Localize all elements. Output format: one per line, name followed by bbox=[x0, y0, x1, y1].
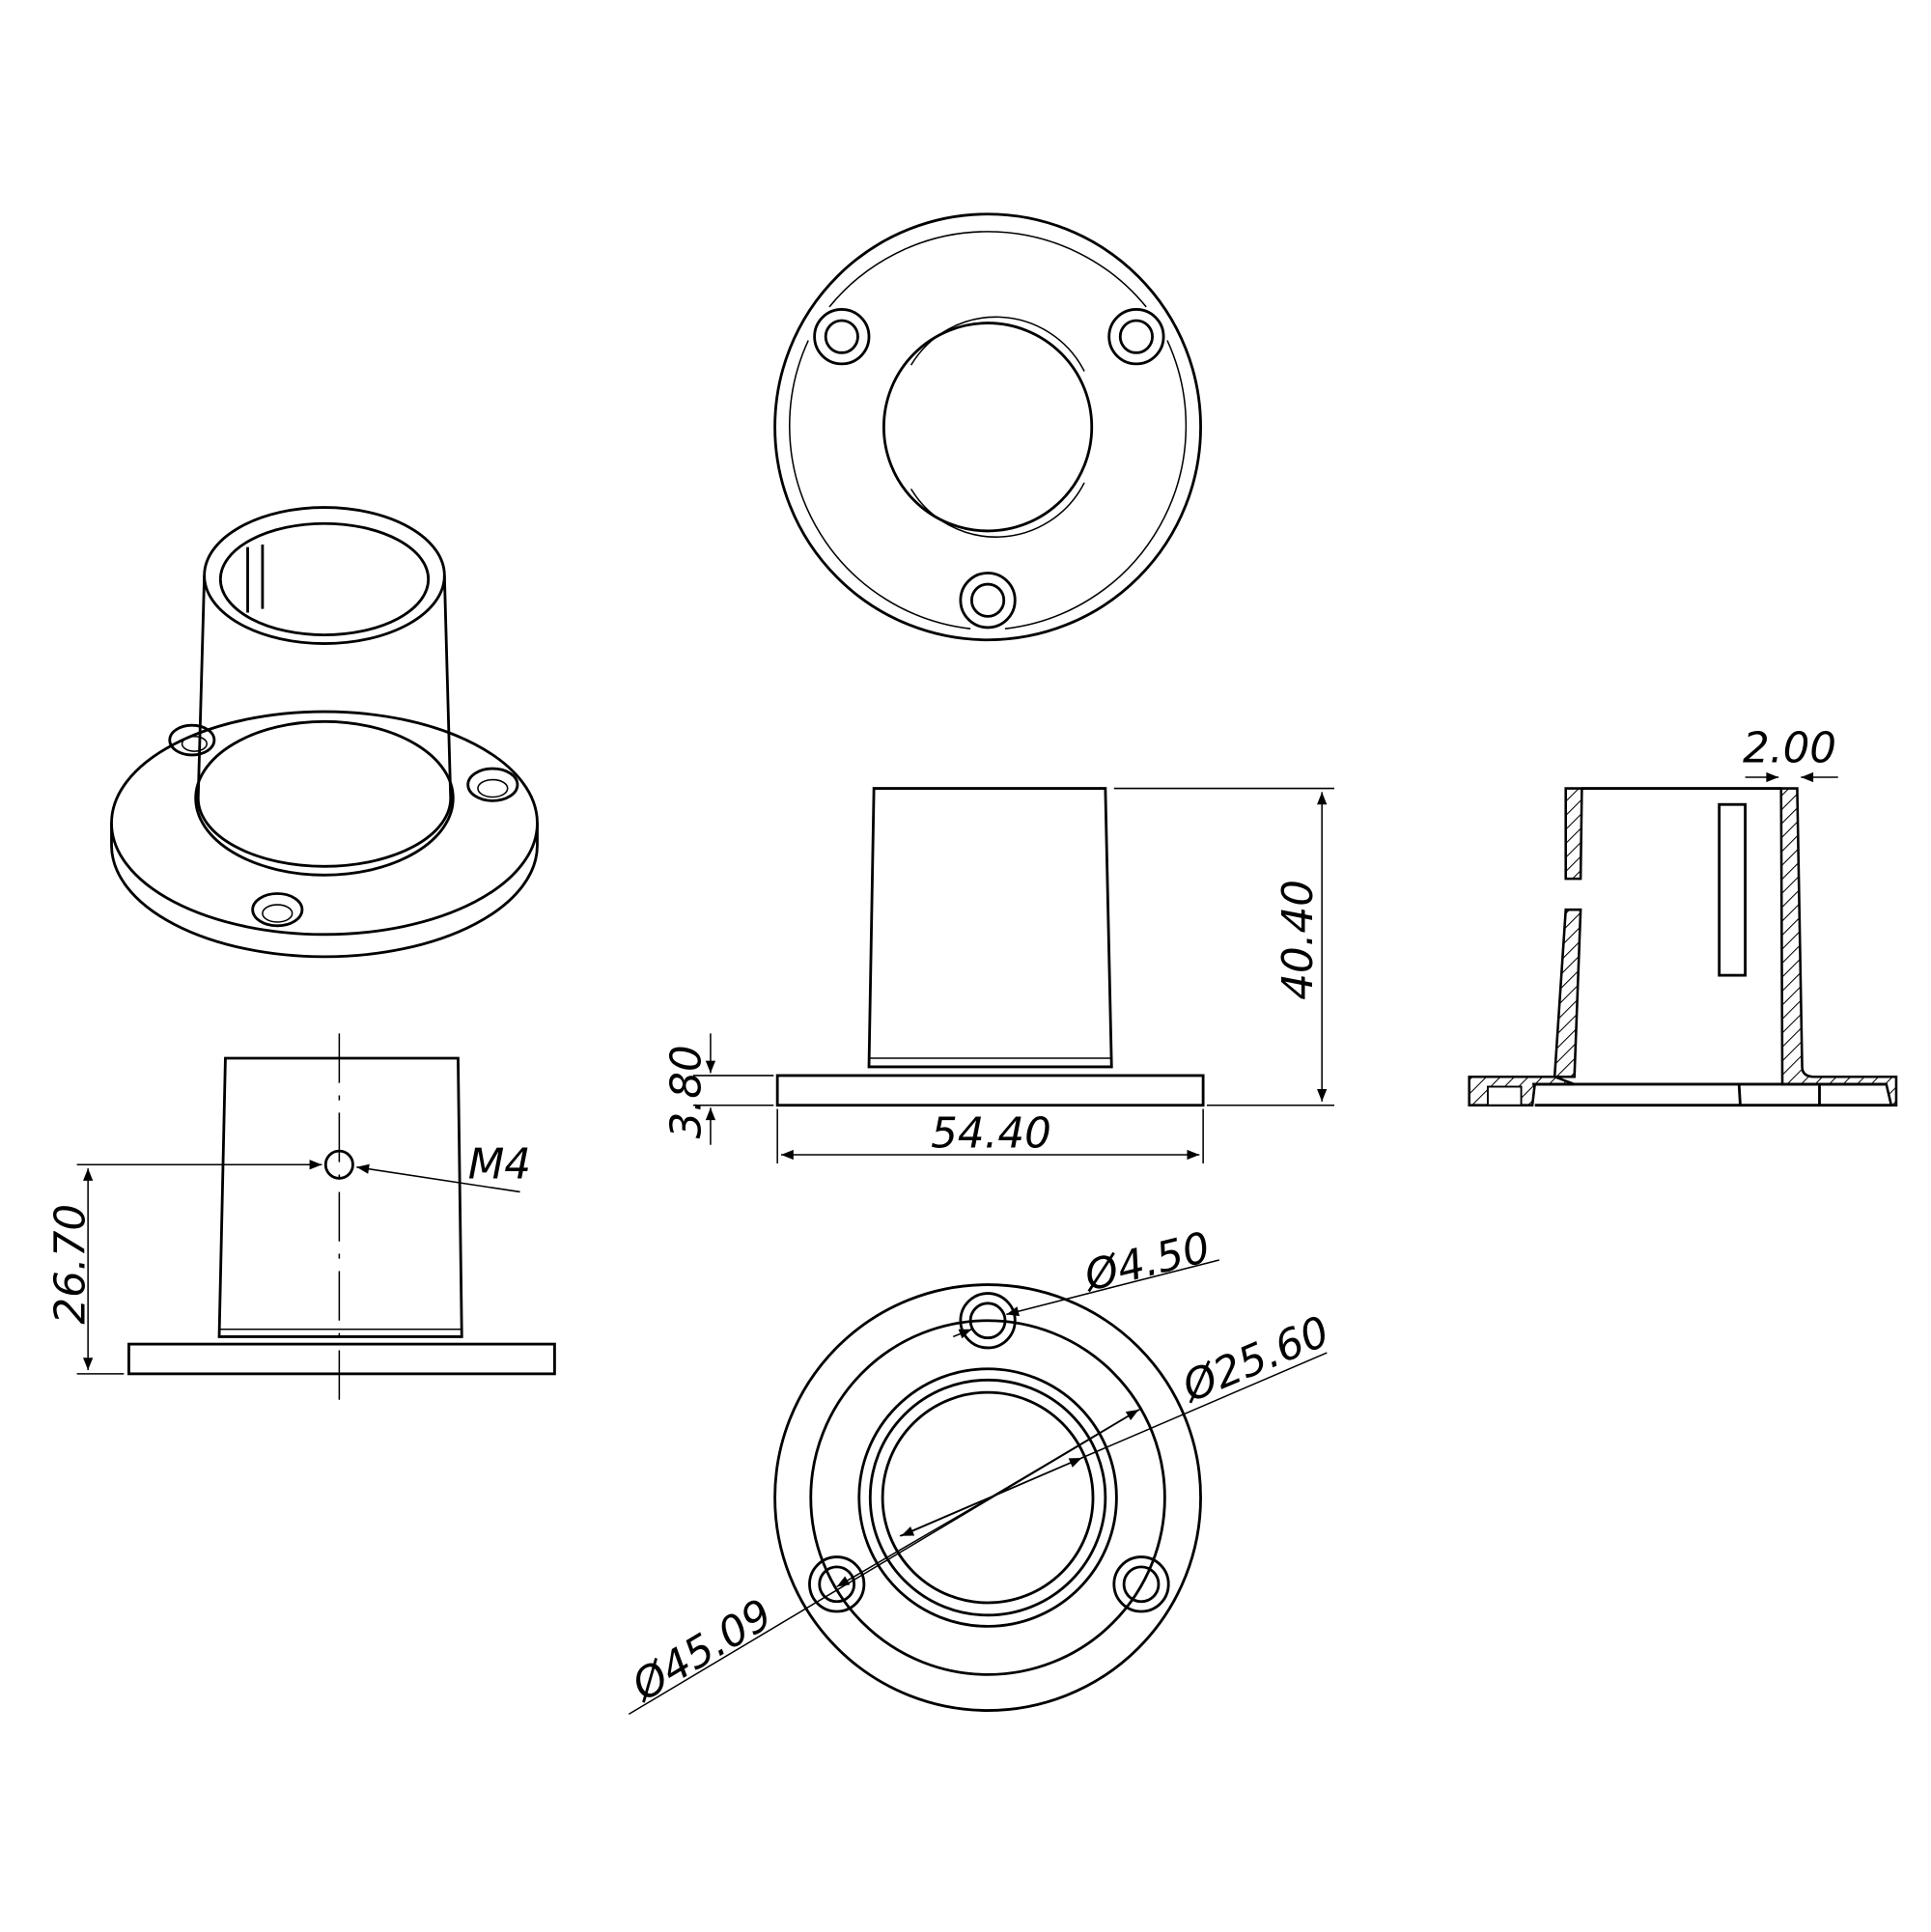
mount-hole bbox=[959, 572, 1017, 630]
dim-wall-thickness: 2.00 bbox=[1743, 725, 1836, 773]
dim-hole-diameter: Ø4.50 bbox=[1078, 1223, 1215, 1302]
front-view: 40.40 3.80 54.40 bbox=[663, 787, 1334, 1163]
dim-bolt-circle: Ø45.09 bbox=[623, 1590, 781, 1712]
isometric-view bbox=[110, 506, 539, 959]
bottom-view: Ø4.50 Ø25.60 Ø45.09 bbox=[623, 1223, 1336, 1716]
mount-hole bbox=[813, 308, 871, 366]
top-view bbox=[773, 212, 1202, 642]
mount-hole bbox=[959, 1292, 1017, 1350]
side-view: M4 26.70 bbox=[46, 1033, 556, 1405]
dim-height: 40.40 bbox=[1274, 880, 1323, 1000]
dim-flange-width: 54.40 bbox=[931, 1109, 1051, 1158]
mount-hole bbox=[808, 1555, 866, 1613]
dim-thread-height: 26.70 bbox=[46, 1204, 95, 1325]
dim-tube-diameter: Ø25.60 bbox=[1174, 1307, 1336, 1413]
dim-flange-thickness: 3.80 bbox=[663, 1045, 712, 1138]
mount-hole bbox=[1112, 1555, 1170, 1613]
mount-hole bbox=[1107, 308, 1165, 366]
section-view: 2.00 bbox=[1468, 725, 1898, 1107]
dim-thread: M4 bbox=[468, 1140, 531, 1189]
